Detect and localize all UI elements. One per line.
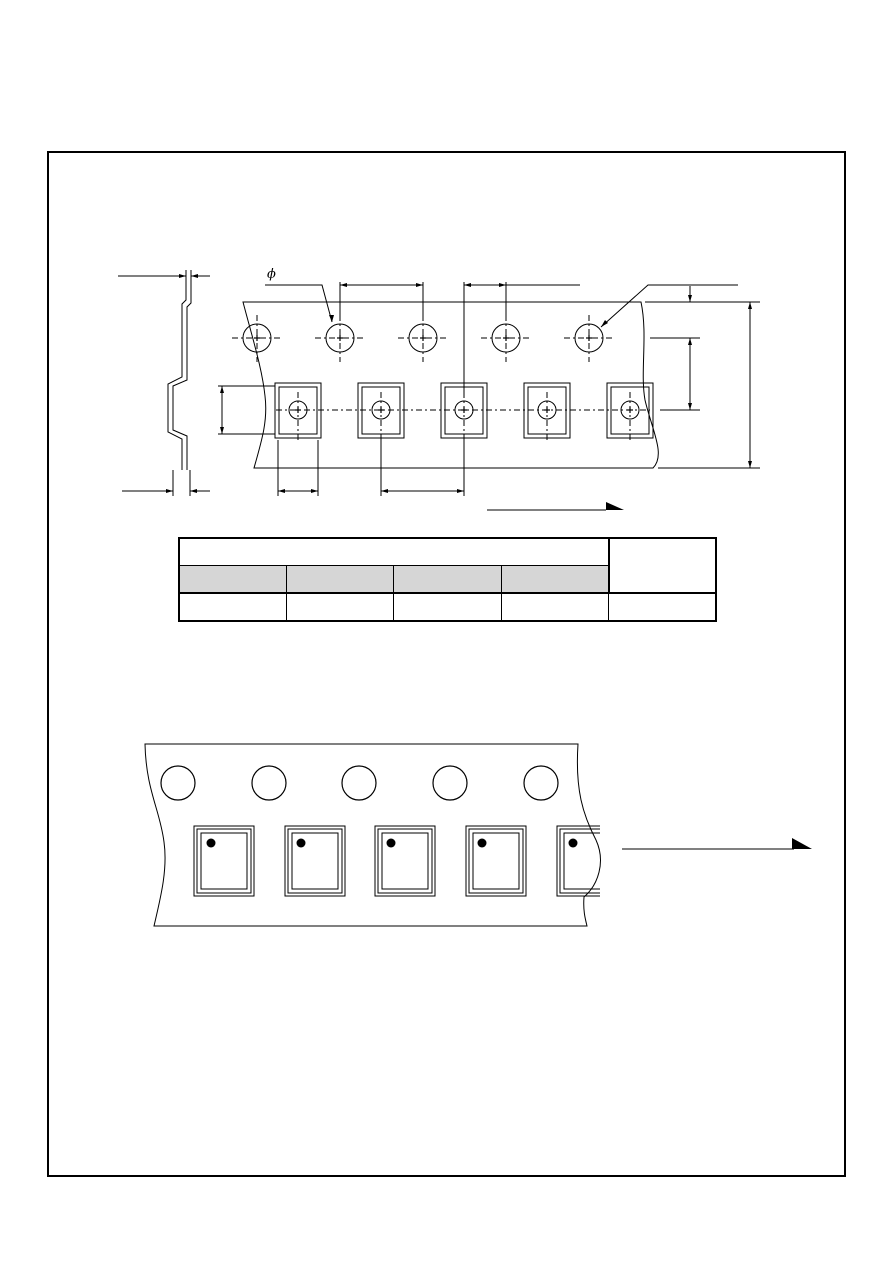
- tape-outline-lower: [144, 743, 601, 927]
- components-in-pockets: [193, 825, 600, 897]
- tape-side-profile: [118, 270, 210, 496]
- table-subheader-cell: [393, 565, 502, 594]
- table-value-cell: [500, 592, 610, 622]
- carrier-tape-orientation-view: [144, 743, 812, 927]
- feed-direction-arrow-icon: [792, 838, 812, 849]
- carrier-tape-plan-view: [232, 301, 659, 469]
- table-subheader-cell: [177, 565, 287, 594]
- phi-symbol: ϕ: [267, 267, 276, 282]
- pin1-dot-icon: [206, 838, 578, 848]
- table-value-cell: [177, 592, 287, 622]
- table-header-cell: [178, 537, 610, 566]
- tape-outline: [242, 301, 659, 469]
- drawing-frame: [47, 151, 846, 1177]
- table-header-cell: [607, 537, 718, 594]
- table-subheader-cell: [500, 565, 610, 594]
- feed-direction-arrow-icon: [606, 502, 624, 510]
- table-value-cell: [393, 592, 502, 622]
- table-value-cell: [285, 592, 395, 622]
- table-subheader-cell: [285, 565, 395, 594]
- sprocket-holes-lower: [160, 765, 559, 801]
- table-value-cell: [608, 592, 718, 622]
- dimension-lines: [218, 282, 760, 511]
- dimension-arrowheads: [166, 274, 752, 510]
- dimension-table: [177, 537, 718, 622]
